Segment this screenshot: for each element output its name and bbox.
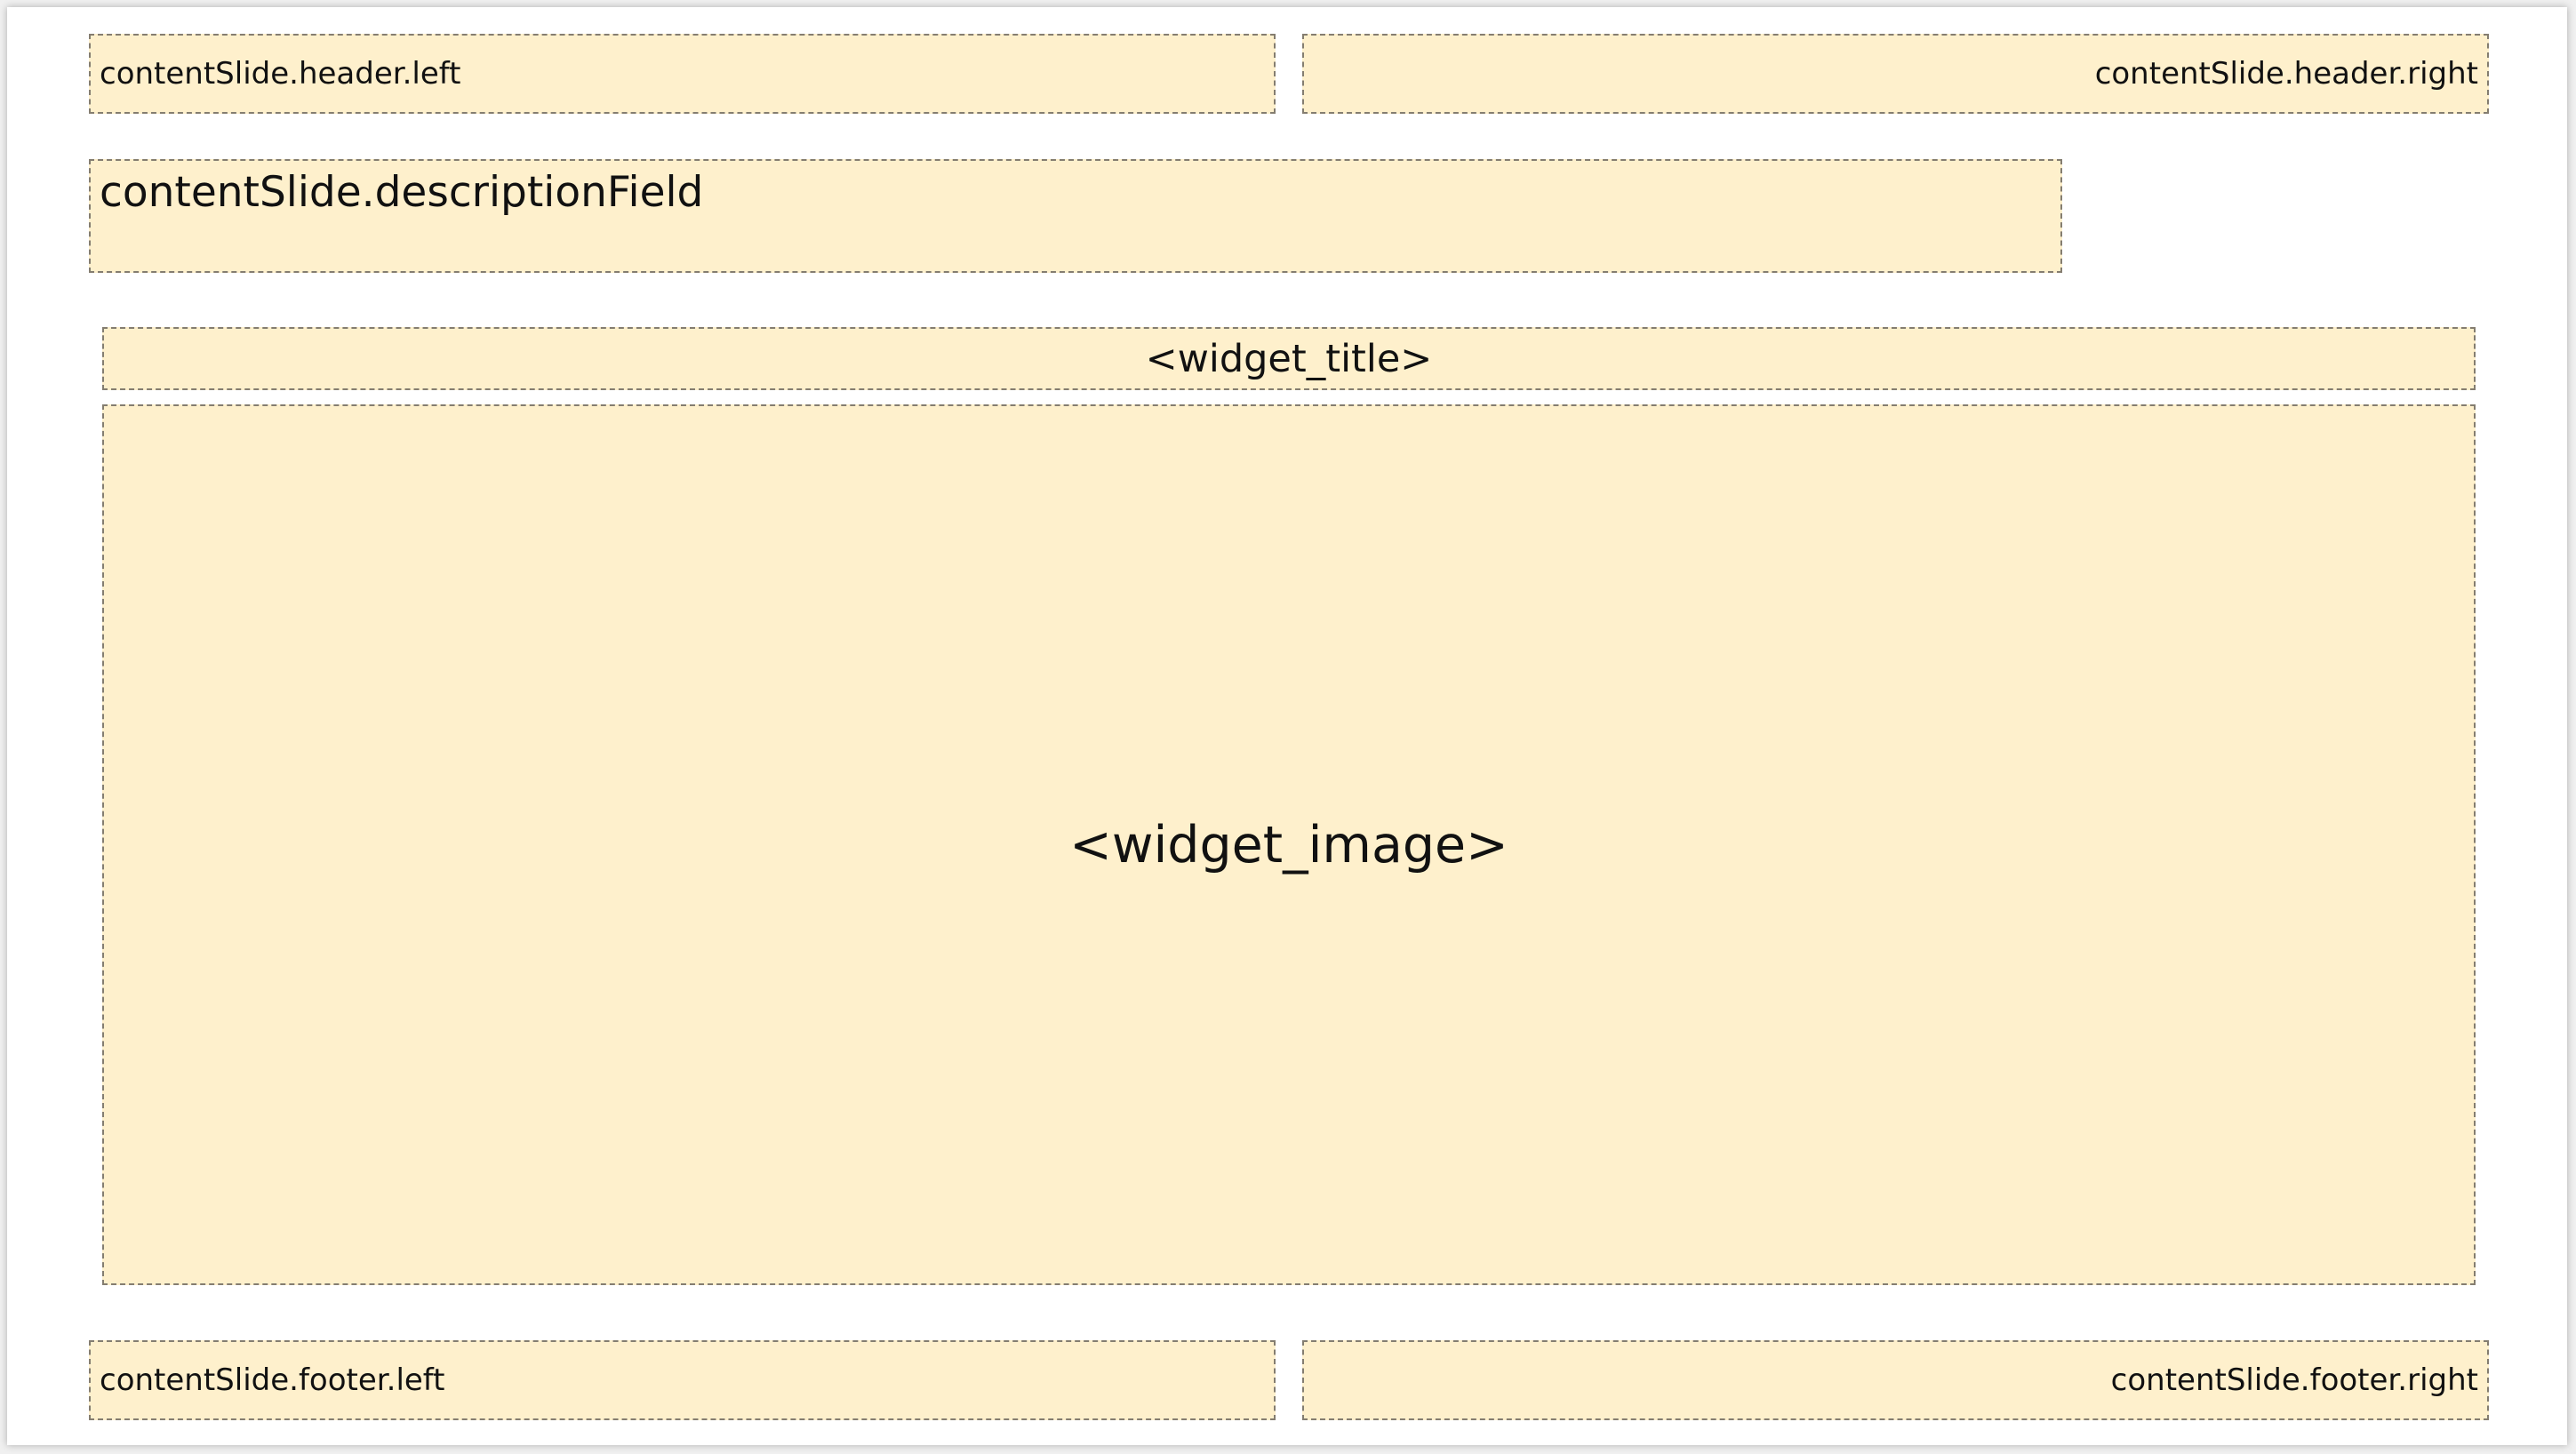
header-right-placeholder[interactable]: contentSlide.header.right (1302, 34, 2489, 114)
footer-right-text: contentSlide.footer.right (2110, 1362, 2478, 1398)
header-left-placeholder[interactable]: contentSlide.header.left (89, 34, 1276, 114)
footer-left-placeholder[interactable]: contentSlide.footer.left (89, 1340, 1276, 1420)
widget-title-placeholder[interactable]: <widget_title> (102, 327, 2476, 390)
description-field-text: contentSlide.descriptionField (100, 168, 704, 217)
description-field-placeholder[interactable]: contentSlide.descriptionField (89, 159, 2062, 273)
content-slide: contentSlide.header.left contentSlide.he… (7, 7, 2567, 1445)
header-left-text: contentSlide.header.left (100, 56, 461, 92)
widget-image-text: <widget_image> (1069, 815, 1508, 875)
header-right-text: contentSlide.header.right (2094, 56, 2478, 92)
footer-right-placeholder[interactable]: contentSlide.footer.right (1302, 1340, 2489, 1420)
widget-image-placeholder[interactable]: <widget_image> (102, 404, 2476, 1285)
widget-title-text: <widget_title> (1145, 336, 1433, 381)
footer-left-text: contentSlide.footer.left (100, 1362, 445, 1398)
